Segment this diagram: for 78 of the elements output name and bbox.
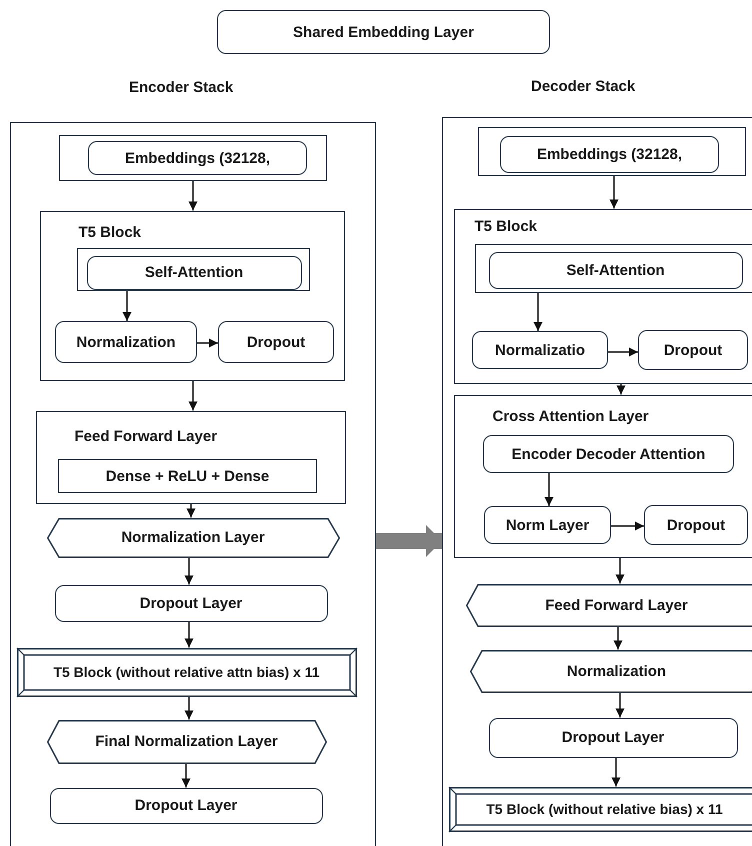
layer-label: Self-Attention <box>566 262 665 278</box>
group-heading: T5 Block <box>474 218 538 234</box>
layer-hexagon <box>470 650 752 692</box>
arrow <box>534 293 542 331</box>
layer-label: Dropout <box>666 516 726 534</box>
layer-box <box>488 718 738 758</box>
arrow <box>610 176 618 208</box>
layer-label: Embeddings (32128, <box>124 150 270 166</box>
layer-label: Dropout Layer <box>134 797 238 814</box>
layer-box <box>88 141 307 175</box>
layer-label: Final Normalization Layer <box>95 733 278 750</box>
stack-heading: Decoder Stack <box>531 78 636 95</box>
layer-label: Embeddings (32128, <box>536 146 682 163</box>
arrow <box>616 692 624 718</box>
layer-box <box>500 136 719 173</box>
group-box <box>77 248 310 291</box>
layer-label: Dropout Layer <box>562 729 664 746</box>
layer-label: Encoder Decoder Attention <box>512 446 706 462</box>
layer-label: Shared Embedding Layer <box>293 24 474 40</box>
arrow <box>616 558 624 584</box>
layer-label: Dense + ReLU + Dense <box>106 468 270 484</box>
layer-hexagon <box>46 720 326 764</box>
layer-label: Dropout <box>246 334 306 350</box>
layer-hexagon <box>46 518 340 558</box>
layer-box <box>54 584 328 622</box>
arrow <box>122 291 132 321</box>
arrow <box>184 696 194 720</box>
arrow <box>188 180 198 210</box>
layer-box <box>50 788 322 824</box>
layer-box <box>488 252 742 288</box>
group-box <box>475 244 752 293</box>
layer-box <box>484 506 611 544</box>
arrow <box>182 764 190 788</box>
arrow <box>608 348 638 356</box>
group-box <box>478 126 746 176</box>
arrow <box>184 558 194 584</box>
arrow <box>612 758 620 786</box>
group-heading: T5 Block <box>78 224 142 240</box>
layer-box <box>638 330 748 370</box>
layer-label: Normalization Layer <box>121 529 265 546</box>
arrow <box>611 522 644 530</box>
layer-box <box>58 459 317 493</box>
arrow <box>614 626 622 650</box>
layer-box <box>86 256 302 290</box>
layer-label: Feed Forward Layer <box>545 596 688 614</box>
layer-box <box>644 505 748 545</box>
repeated-block-frame <box>448 786 752 832</box>
layer-hexagon <box>466 584 752 626</box>
stack-heading: Encoder Stack <box>129 79 234 96</box>
group-box <box>40 210 344 380</box>
layer-box <box>472 331 608 369</box>
layer-label: Normalizatio <box>494 342 585 358</box>
arrow <box>544 473 554 506</box>
layer-label: Self-Attention <box>144 264 244 281</box>
layer-label: T5 Block (without relative attn bias) x 11 <box>53 664 320 680</box>
layer-box <box>55 321 197 363</box>
arrow <box>184 622 194 648</box>
group-box <box>454 394 752 558</box>
layer-box <box>483 435 734 473</box>
group-heading: Feed Forward Layer <box>74 428 218 444</box>
arrow <box>186 504 196 518</box>
group-box <box>58 134 326 180</box>
arrow <box>197 338 218 348</box>
layer-box <box>217 10 550 54</box>
arrow <box>188 380 198 410</box>
arrow <box>616 384 626 394</box>
layer-box <box>218 321 334 363</box>
repeated-block-frame <box>16 648 356 696</box>
layer-label: Norm Layer <box>506 516 590 534</box>
layer-label: T5 Block (without relative bias) x 11 <box>486 801 723 817</box>
block-arrow <box>376 525 442 557</box>
layer-label: Dropout Layer <box>140 594 242 612</box>
layer-label: Normalization <box>76 334 176 350</box>
group-heading: Cross Attention Layer <box>492 408 649 424</box>
layer-label: Dropout <box>664 342 722 358</box>
group-box <box>454 208 752 384</box>
layer-label: Normalization <box>566 662 666 680</box>
group-box <box>36 410 346 504</box>
